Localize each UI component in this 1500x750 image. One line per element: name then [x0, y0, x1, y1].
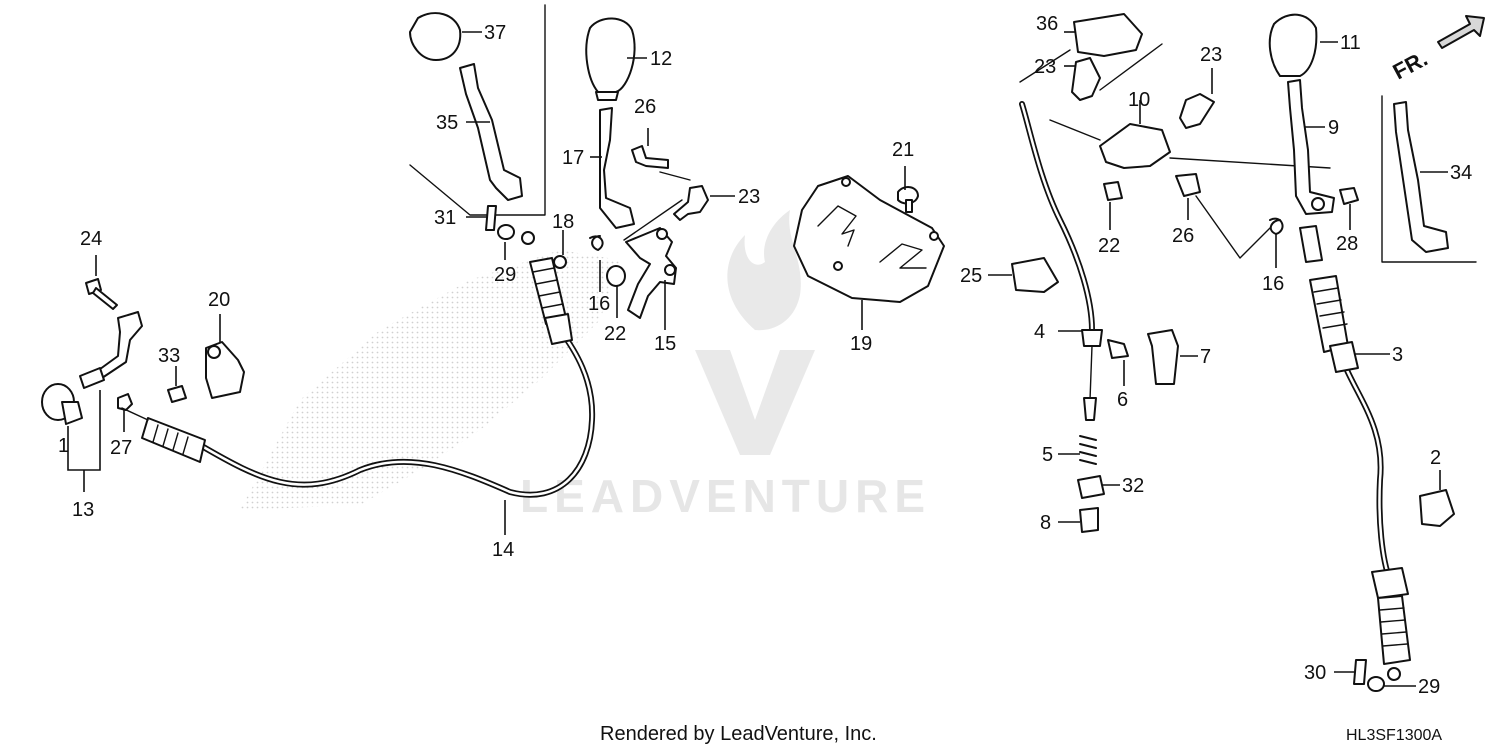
callout-7: 7: [1200, 346, 1211, 368]
guide-plate-assembly: [793, 175, 945, 303]
bolt-26-right: [1175, 173, 1201, 197]
bracket-36: [1073, 13, 1143, 57]
bolt-23-right: [1179, 93, 1215, 129]
lever-34-detail: [1381, 95, 1477, 263]
callout-35: 35: [436, 112, 458, 134]
callout-31: 31: [434, 207, 456, 229]
collar-32: [1077, 475, 1105, 499]
shift-cable-14: [121, 257, 596, 498]
clamp-25: [1011, 257, 1059, 293]
lever-17: [599, 107, 635, 229]
callout-24: 24: [80, 228, 102, 250]
lever-34: [1393, 101, 1449, 253]
bolt-23-upper: [1071, 57, 1101, 101]
callout-27: 27: [110, 437, 132, 459]
spring-16-right: [1269, 217, 1284, 235]
clip-2: [1419, 489, 1455, 527]
bushing-22-right: [1103, 181, 1123, 201]
knob-12: [585, 17, 636, 93]
clip-6: [1107, 339, 1129, 359]
callout-19: 19: [850, 333, 872, 355]
callout-37: 37: [484, 22, 506, 44]
lever-35-assembly: [409, 4, 546, 245]
callout-5: 5: [1042, 444, 1053, 466]
callout-29: 29: [494, 264, 516, 286]
callout-15: 15: [654, 333, 676, 355]
knob-37: [409, 12, 462, 61]
callout-16-b: 16: [1262, 273, 1284, 295]
nut-27: [117, 393, 133, 411]
bolt-8: [1079, 507, 1099, 533]
callout-14: 14: [492, 539, 514, 561]
selector-lever-assembly: [41, 278, 245, 425]
spring-5: [1079, 435, 1097, 465]
bolt-23: [673, 185, 709, 221]
callout-36: 36: [1036, 13, 1058, 35]
lever-17-assembly: [553, 17, 709, 319]
nut-28: [1339, 187, 1359, 205]
plate-15: [625, 227, 677, 319]
callout-25: 25: [960, 265, 982, 287]
pin-30: [1353, 659, 1367, 685]
bolt-26: [631, 145, 669, 169]
callout-18: 18: [552, 211, 574, 233]
callout-23: 23: [738, 186, 760, 208]
callout-16: 16: [588, 293, 610, 315]
lever-35: [459, 63, 523, 201]
footer-credit: Rendered by LeadVenture, Inc.: [600, 723, 877, 745]
callout-8: 8: [1040, 512, 1051, 534]
callout-23-b: 23: [1034, 56, 1056, 78]
callout-32: 32: [1122, 475, 1144, 497]
callout-33: 33: [158, 345, 180, 367]
callout-30: 30: [1304, 662, 1326, 684]
diagram-code: HL3SF1300A: [1346, 727, 1442, 744]
callout-22-b: 22: [1098, 235, 1120, 257]
watermark-flame-icon: [727, 210, 801, 331]
lever-9-assembly: [1268, 13, 1455, 692]
callout-20: 20: [208, 289, 230, 311]
callout-4: 4: [1034, 321, 1045, 343]
bracket-10: [1099, 123, 1171, 169]
front-direction-label: FR.: [1389, 46, 1432, 85]
callout-26: 26: [634, 96, 656, 118]
selector-arm: [95, 311, 143, 379]
callout-1: 1: [58, 435, 69, 457]
callout-23-c: 23: [1200, 44, 1222, 66]
callout-12: 12: [650, 48, 672, 70]
callout-22: 22: [604, 323, 626, 345]
guide-plate-19: [793, 175, 945, 303]
grommet-7: [1147, 329, 1179, 385]
callout-26-b: 26: [1172, 225, 1194, 247]
callout-3: 3: [1392, 344, 1403, 366]
watermark-text: LEADVENTURE: [520, 470, 931, 522]
lever-9: [1287, 79, 1335, 215]
spring-18: [589, 235, 604, 251]
knob-11: [1268, 13, 1318, 77]
cable-4-assembly: [1011, 101, 1179, 533]
callout-2: 2: [1430, 447, 1441, 469]
callout-21: 21: [892, 139, 914, 161]
callout-6: 6: [1117, 389, 1128, 411]
bracket-10-assembly: [1019, 13, 1331, 259]
watermark-v-icon: [695, 350, 815, 455]
callout-13: 13: [72, 499, 94, 521]
callout-29-b: 29: [1418, 676, 1440, 698]
callout-labels: 37 35 31 29 18 16 22 15 12 26 17 23 24 2…: [58, 13, 1472, 698]
bolt-24: [85, 278, 118, 310]
front-direction-indicator: FR.: [1389, 15, 1485, 85]
front-arrow-icon: [1437, 15, 1485, 49]
washer-29-right: [1367, 676, 1385, 692]
callout-11: 11: [1340, 32, 1361, 54]
callout-17: 17: [562, 147, 584, 169]
callout-28: 28: [1336, 233, 1358, 255]
callout-10: 10: [1128, 89, 1150, 111]
bushing-22: [606, 265, 626, 287]
watermark: LEADVENTURE: [240, 210, 931, 522]
callout-9: 9: [1328, 117, 1339, 139]
callout-34: 34: [1450, 162, 1472, 184]
bolt-33: [167, 385, 187, 403]
leader-lines: [67, 31, 1448, 687]
